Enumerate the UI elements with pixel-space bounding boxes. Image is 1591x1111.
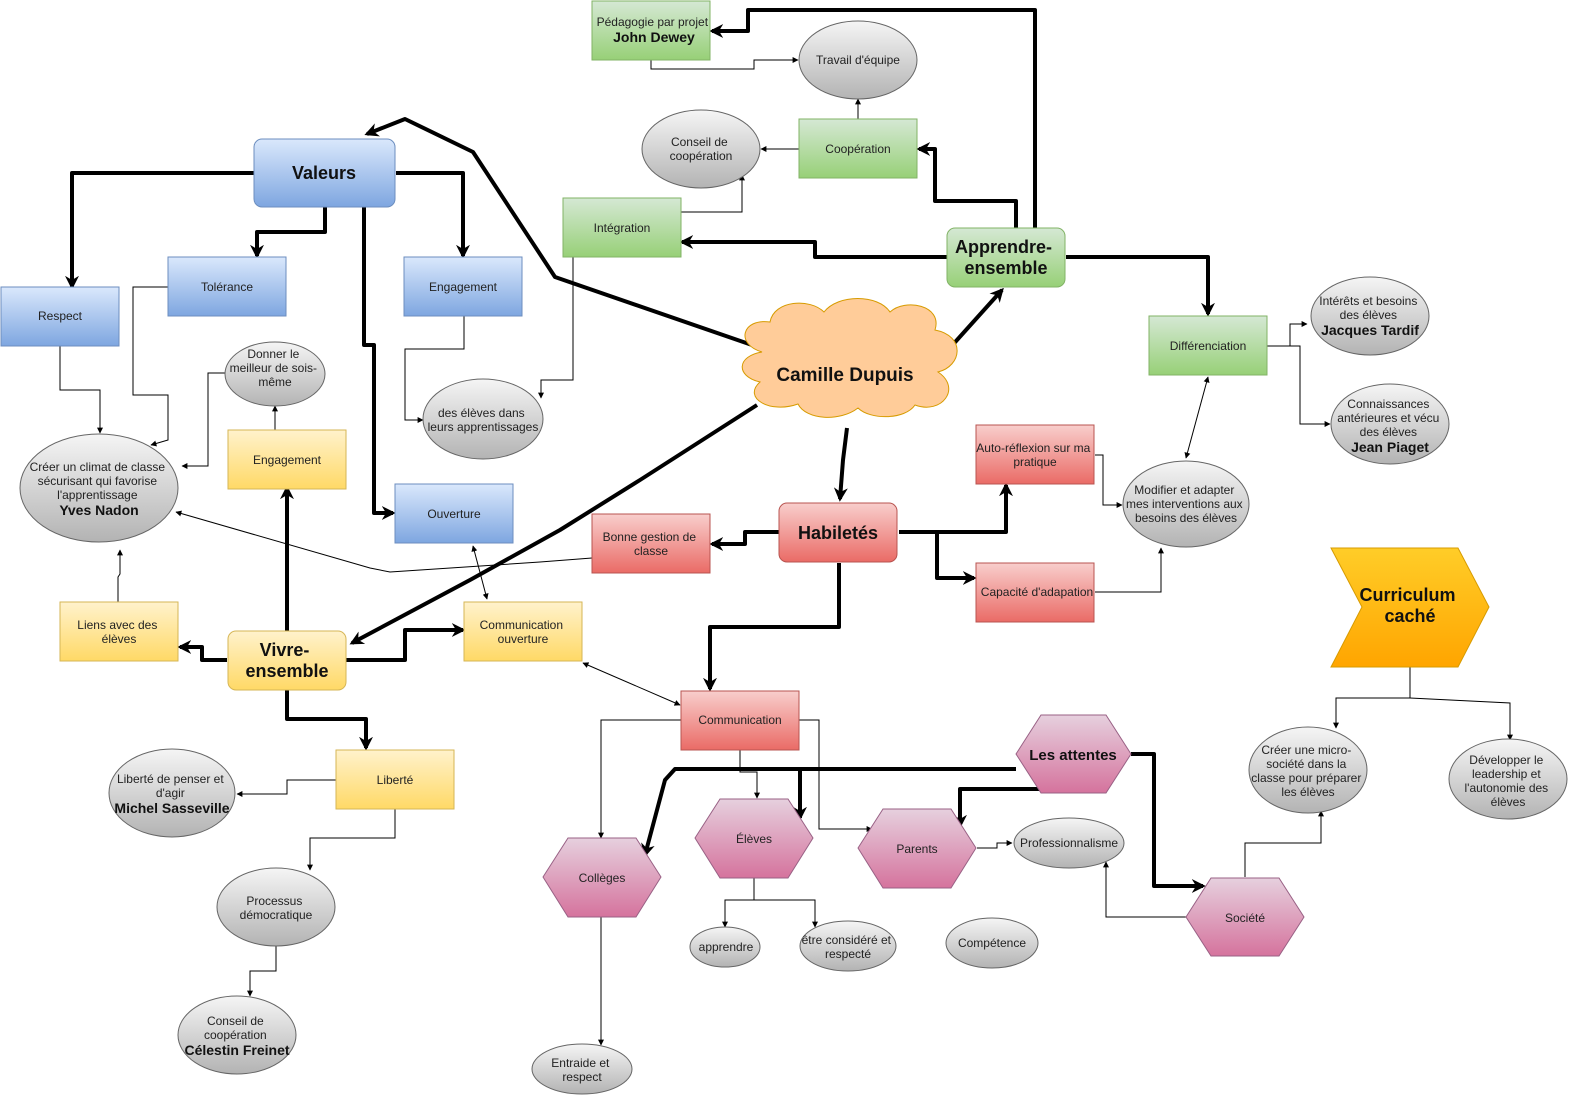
hub-vivre-ensemble[interactable]: Vivre- ensemble [227, 630, 347, 691]
micro-societe-node[interactable]: Créer une micro- société dans la classe … [1248, 726, 1368, 814]
hub-habiletes[interactable]: Habiletés [778, 502, 898, 563]
center-label: Camille Dupuis [776, 365, 913, 386]
pedagogie-projet-node[interactable]: Pédagogie par projet John Dewey [591, 0, 712, 61]
ouverture-label: Ouverture [427, 507, 481, 521]
hub-apprendre-ensemble[interactable]: Apprendre- ensemble [946, 227, 1066, 288]
engagement-vivre-node[interactable]: Engagement [227, 429, 347, 490]
thick-connectors [65, 8, 1215, 893]
respect-label: Respect [38, 309, 83, 323]
processus-democratique-label: Processus démocratique [240, 894, 313, 922]
travail-equipe-label: Travail d'équipe [816, 53, 900, 67]
auto-reflexion-node[interactable]: Auto-réflexion sur ma pratique [975, 424, 1095, 485]
hub-valeurs[interactable]: Valeurs [253, 138, 396, 208]
bonne-gestion-label: Bonne gestion de classe [603, 530, 700, 558]
liberte-node[interactable]: Liberté [335, 749, 455, 810]
liberte-penser-node[interactable]: Liberté de penser et d'agir Michel Sasse… [108, 748, 236, 838]
entraide-respect-node[interactable]: Entraide et respect [531, 1043, 633, 1095]
donner-meilleur-node[interactable]: Donner le meilleur de sois- même [224, 341, 326, 407]
liberte-label: Liberté [377, 773, 414, 787]
ouverture-node[interactable]: Ouverture [394, 483, 514, 544]
liberte-penser-label: Liberté de penser et d'agir Michel Sasse… [114, 772, 229, 816]
bonne-gestion-node[interactable]: Bonne gestion de classe [591, 513, 711, 574]
differenciation-node[interactable]: Différenciation [1148, 315, 1268, 376]
liens-eleves-node[interactable]: Liens avec des élèves [59, 601, 179, 662]
parents-node[interactable]: Parents [857, 808, 977, 889]
liens-eleves-label: Liens avec des élèves [77, 618, 160, 646]
cooperation-node[interactable]: Coopération [798, 118, 918, 179]
climat-classe-node[interactable]: Créer un climat de classe sécurisant qui… [19, 433, 179, 543]
eleves-apprentissages-label: des élèves dans leurs apprentissages [428, 406, 539, 434]
center-node[interactable]: Camille Dupuis [741, 298, 958, 418]
communication-node[interactable]: Communication [680, 690, 800, 751]
respect-node[interactable]: Respect [0, 286, 120, 347]
travail-equipe-node[interactable]: Travail d'équipe [798, 20, 918, 100]
societe-label: Société [1225, 911, 1265, 925]
conseil-freinet-node[interactable]: Conseil de coopération Célestin Freinet [177, 995, 297, 1075]
etre-considere-node[interactable]: être considéré et respecté [799, 920, 897, 972]
interets-besoins-label: Intérêts et besoins des élèves Jacques T… [1319, 294, 1420, 338]
connaissances-node[interactable]: Connaissances antérieures et vécu des él… [1330, 383, 1450, 465]
parents-label: Parents [896, 842, 937, 856]
professionnalisme-node[interactable]: Professionnalisme [1013, 817, 1125, 869]
societe-node[interactable]: Société [1185, 877, 1305, 957]
eleves-label: Élèves [736, 831, 772, 846]
leadership-label: Développer le leadership et l'autonomie … [1464, 753, 1551, 809]
etre-considere-label: être considéré et respecté [802, 933, 895, 961]
thin-connectors [59, 57, 1513, 1046]
integration-node[interactable]: Intégration [562, 197, 682, 258]
engagement-valeurs-node[interactable]: Engagement [403, 256, 523, 317]
entraide-respect-label: Entraide et respect [551, 1056, 612, 1084]
curriculum-cache-node[interactable]: Curriculum caché [1330, 547, 1490, 668]
climat-classe-label: Créer un climat de classe sécurisant qui… [30, 460, 169, 518]
competence-label: Compétence [958, 936, 1026, 950]
professionnalisme-label: Professionnalisme [1020, 836, 1118, 850]
apprendre-label: apprendre [699, 940, 754, 954]
modifier-adapter-node[interactable]: Modifier et adapter mes interventions au… [1122, 460, 1250, 548]
eleves-apprentissages-node[interactable]: des élèves dans leurs apprentissages [422, 378, 544, 460]
hub-attentes-label: Les attentes [1029, 747, 1117, 764]
hub-valeurs-label: Valeurs [292, 163, 356, 183]
hub-apprendre-label: Apprendre- ensemble [955, 237, 1057, 278]
micro-societe-label: Créer une micro- société dans la classe … [1251, 743, 1364, 799]
communication-label: Communication [698, 713, 781, 727]
eleves-node[interactable]: Élèves [694, 798, 814, 879]
interets-besoins-node[interactable]: Intérêts et besoins des élèves Jacques T… [1310, 276, 1430, 356]
processus-democratique-node[interactable]: Processus démocratique [216, 867, 336, 947]
modifier-adapter-label: Modifier et adapter mes interventions au… [1126, 483, 1246, 525]
capacite-adaptation-label: Capacité d'adapation [981, 585, 1093, 599]
capacite-adaptation-node[interactable]: Capacité d'adapation [975, 562, 1095, 623]
communication-ouverture-label: Communication ouverture [480, 618, 567, 646]
auto-reflexion-label: Auto-réflexion sur ma pratique [976, 441, 1093, 469]
engagement-vivre-label: Engagement [253, 453, 322, 467]
cooperation-label: Coopération [825, 142, 890, 156]
communication-ouverture-node[interactable]: Communication ouverture [463, 601, 583, 662]
donner-meilleur-label: Donner le meilleur de sois- même [230, 347, 321, 389]
tolerance-node[interactable]: Tolérance [167, 256, 287, 317]
integration-label: Intégration [594, 221, 651, 235]
conseil-cooperation-label: Conseil de coopération [670, 135, 733, 163]
competence-node[interactable]: Compétence [945, 917, 1039, 969]
differenciation-label: Différenciation [1170, 339, 1247, 353]
curriculum-cache-label: Curriculum caché [1359, 585, 1460, 626]
engagement-valeurs-label: Engagement [429, 280, 498, 294]
colleges-label: Collèges [579, 871, 626, 885]
conseil-cooperation-node[interactable]: Conseil de coopération [641, 109, 761, 189]
colleges-node[interactable]: Collèges [542, 837, 662, 918]
apprendre-node[interactable]: apprendre [689, 926, 761, 968]
leadership-node[interactable]: Développer le leadership et l'autonomie … [1448, 738, 1568, 820]
hub-attentes[interactable]: Les attentes [1015, 714, 1132, 794]
hub-vivre-label: Vivre- ensemble [245, 640, 328, 681]
conseil-freinet-label: Conseil de coopération Célestin Freinet [184, 1014, 289, 1058]
tolerance-label: Tolérance [201, 280, 253, 294]
hub-habiletes-label: Habiletés [798, 523, 878, 543]
pedagogie-projet-label: Pédagogie par projet John Dewey [597, 15, 712, 45]
connaissances-label: Connaissances antérieures et vécu des él… [1337, 397, 1442, 455]
